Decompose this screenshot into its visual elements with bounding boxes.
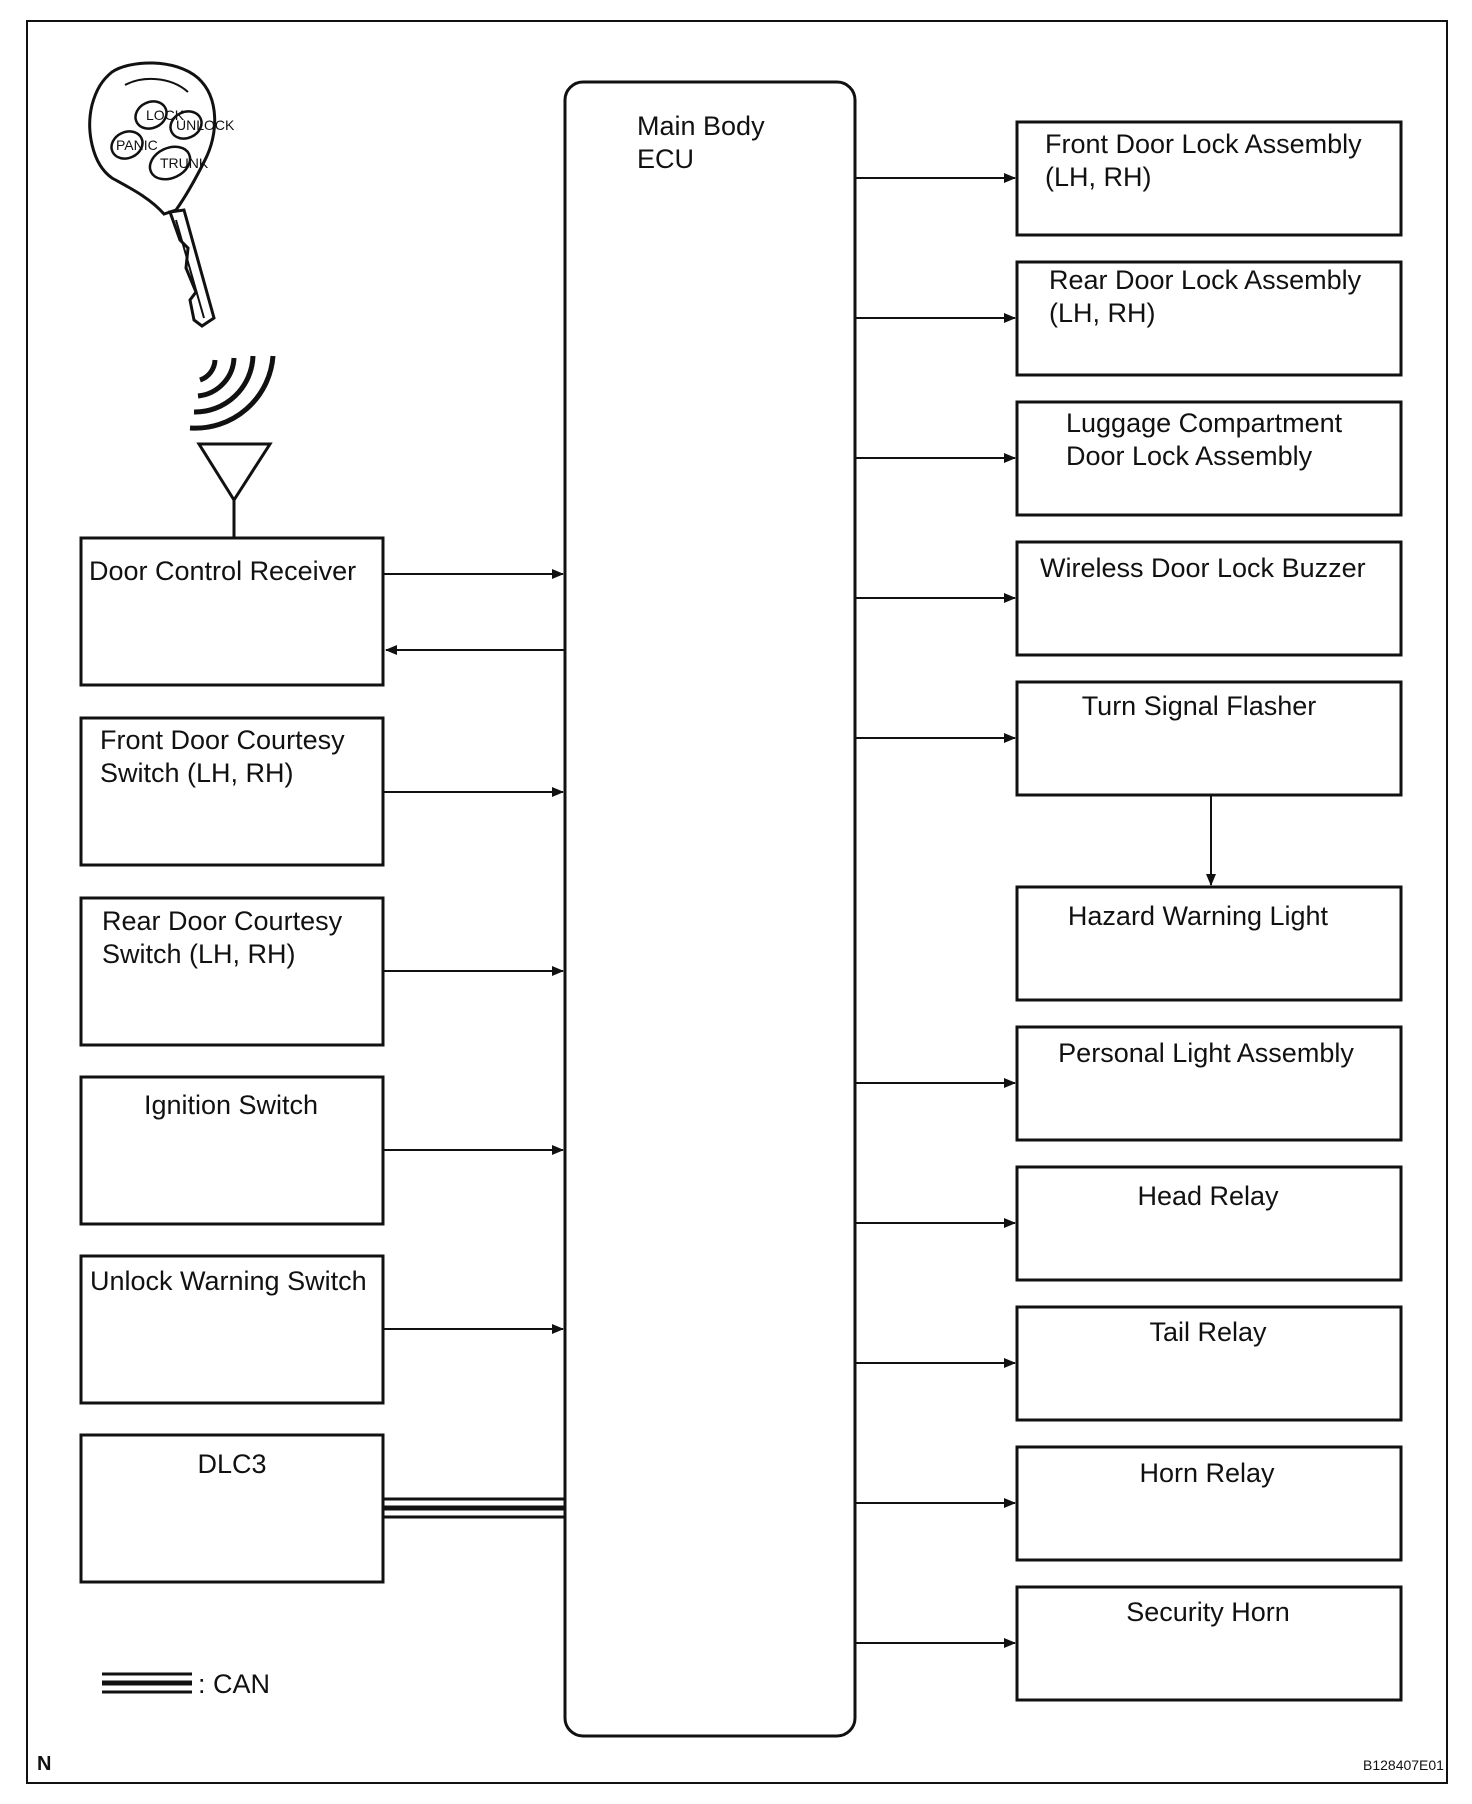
- tail-relay-box: [1015, 1305, 1403, 1422]
- key-fob-icon: LOCK UNLOCK PANIC TRUNK: [88, 61, 235, 328]
- ignition-switch-box: [79, 1075, 385, 1226]
- security-horn-box: [1015, 1585, 1403, 1702]
- footer-mark: N: [37, 1753, 51, 1775]
- luggage-compartment-door-lock-box: [1015, 400, 1403, 517]
- ignition-switch-label: Ignition Switch: [144, 1090, 318, 1120]
- turn-signal-flasher-box: [1015, 680, 1403, 797]
- rear-door-lock-label-line1: Rear Door Lock Assembly: [1049, 265, 1362, 295]
- rear-door-courtesy-label-line1: Rear Door Courtesy: [102, 906, 343, 936]
- wireless-door-lock-buzzer-box: [1015, 540, 1403, 657]
- luggage-door-lock-label-line1: Luggage Compartment: [1066, 408, 1343, 438]
- personal-light-label: Personal Light Assembly: [1058, 1038, 1354, 1068]
- tail-relay-label: Tail Relay: [1149, 1317, 1267, 1347]
- figure-id: B128407E01: [1363, 1757, 1444, 1773]
- outer-frame: [26, 20, 1448, 1784]
- luggage-door-lock-label-line2: Door Lock Assembly: [1066, 441, 1313, 471]
- antenna-icon: [196, 442, 273, 538]
- rear-door-courtesy-label-line2: Switch (LH, RH): [102, 939, 296, 969]
- can-legend-symbol: [102, 1672, 192, 1694]
- door-control-receiver-label: Door Control Receiver: [89, 556, 356, 586]
- ecu-label-line1: Main Body: [637, 111, 765, 141]
- radio-wave-icon: [189, 355, 276, 431]
- front-door-lock-label-line1: Front Door Lock Assembly: [1045, 129, 1362, 159]
- wireless-buzzer-label: Wireless Door Lock Buzzer: [1040, 553, 1366, 583]
- head-relay-box: [1015, 1165, 1403, 1282]
- dlc3-box: [79, 1433, 385, 1584]
- door-control-receiver-box: [79, 536, 385, 687]
- ecu-label-line2: ECU: [637, 144, 694, 174]
- horn-relay-box: [1015, 1445, 1403, 1562]
- dlc3-label: DLC3: [197, 1449, 266, 1479]
- hazard-warning-light-box: [1015, 885, 1403, 1002]
- fob-button-trunk-label: TRUNK: [160, 155, 209, 171]
- hazard-warning-light-label: Hazard Warning Light: [1068, 901, 1329, 931]
- main-body-ecu-box: [563, 80, 857, 1738]
- head-relay-label: Head Relay: [1137, 1181, 1279, 1211]
- horn-relay-label: Horn Relay: [1139, 1458, 1275, 1488]
- fob-button-lock-label: LOCK: [146, 107, 185, 123]
- turn-signal-flasher-label: Turn Signal Flasher: [1082, 691, 1317, 721]
- front-door-lock-label-line2: (LH, RH): [1045, 162, 1152, 192]
- fob-button-panic-label: PANIC: [116, 137, 158, 153]
- can-legend-label: : CAN: [198, 1669, 270, 1699]
- unlock-warning-switch-box: [79, 1254, 385, 1405]
- rear-door-lock-label-line2: (LH, RH): [1049, 298, 1156, 328]
- front-door-courtesy-switch-box: [79, 716, 385, 867]
- rear-door-lock-assembly-box: [1015, 260, 1403, 377]
- security-horn-label: Security Horn: [1126, 1597, 1290, 1627]
- can-bus-line: [383, 1497, 565, 1519]
- rear-door-courtesy-switch-box: [79, 896, 385, 1047]
- front-door-courtesy-label-line1: Front Door Courtesy: [100, 725, 345, 755]
- personal-light-assembly-box: [1015, 1025, 1403, 1142]
- fob-button-unlock-label: UNLOCK: [176, 117, 235, 133]
- front-door-courtesy-label-line2: Switch (LH, RH): [100, 758, 294, 788]
- unlock-warning-switch-label: Unlock Warning Switch: [90, 1266, 367, 1296]
- front-door-lock-assembly-box: [1015, 120, 1403, 237]
